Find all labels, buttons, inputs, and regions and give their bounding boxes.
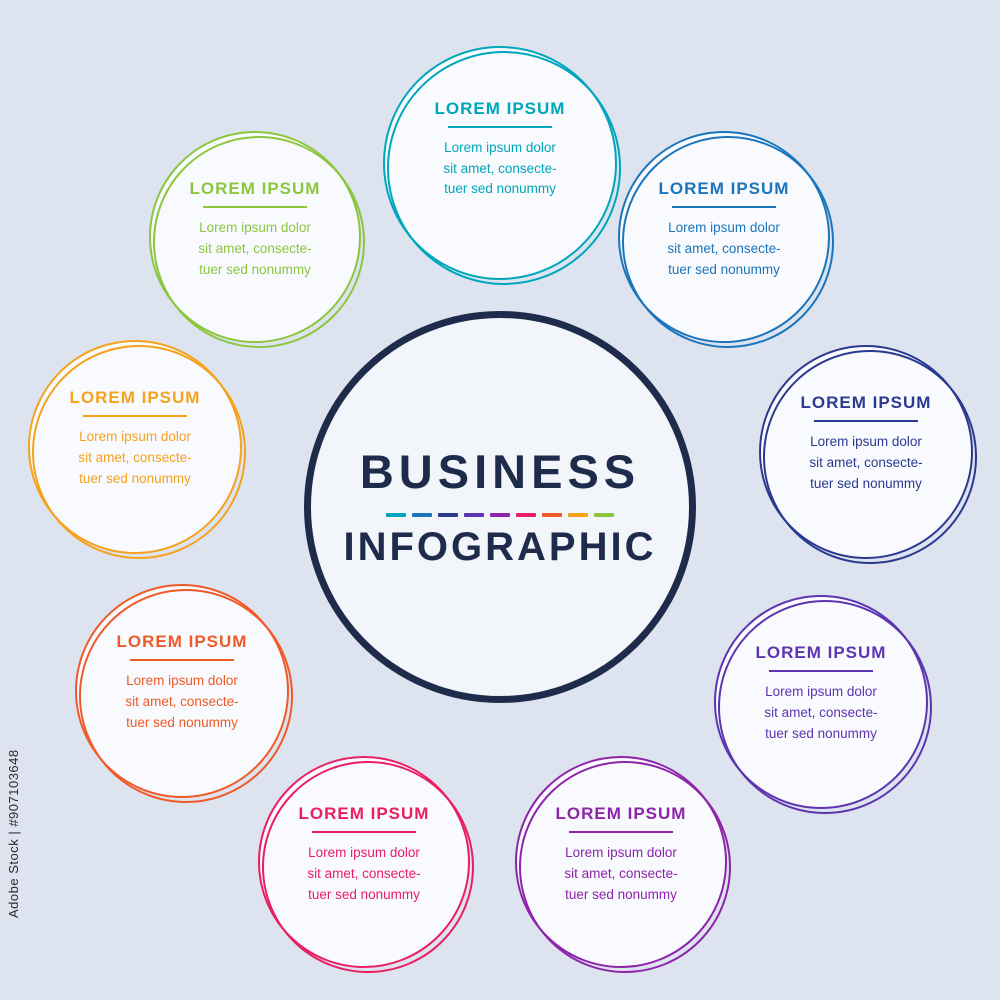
title-underline: [203, 205, 307, 208]
circle-title: LOREM IPSUM: [298, 803, 430, 823]
title-underline: [448, 125, 552, 128]
info-circle-indigo: LOREM IPSUM Lorem ipsum dolor sit amet, …: [759, 345, 973, 559]
circle-body-text: Lorem ipsum dolor sit amet, consecte- tu…: [198, 219, 312, 277]
circle-body-text: Lorem ipsum dolor sit amet, consecte- tu…: [564, 844, 678, 902]
dash: [464, 513, 484, 517]
central-title-business: BUSINESS: [359, 445, 641, 498]
dash: [412, 513, 432, 517]
circle-title: LOREM IPSUM: [116, 632, 248, 652]
center-dashes: [386, 513, 614, 517]
central-title-infographic: INFOGRAPHIC: [343, 525, 657, 569]
circle-title: LOREM IPSUM: [434, 98, 566, 118]
title-underline: [569, 830, 673, 833]
circle-body-text: Lorem ipsum dolor sit amet, consecte- tu…: [764, 684, 878, 742]
info-circle-blue: LOREM IPSUM Lorem ipsum dolor sit amet, …: [618, 131, 830, 343]
dash: [568, 513, 588, 517]
info-circle-red-orange: LOREM IPSUM Lorem ipsum dolor sit amet, …: [75, 584, 289, 798]
circle-body-text: Lorem ipsum dolor sit amet, consecte- tu…: [443, 139, 557, 197]
circle-title: LOREM IPSUM: [755, 643, 887, 663]
info-circle-orange: LOREM IPSUM Lorem ipsum dolor sit amet, …: [28, 340, 242, 554]
title-underline: [769, 670, 873, 673]
info-circle-magenta: LOREM IPSUM Lorem ipsum dolor sit amet, …: [515, 756, 727, 968]
dash: [386, 513, 406, 517]
info-circle-teal: LOREM IPSUM Lorem ipsum dolor sit amet, …: [383, 46, 617, 280]
stock-watermark: Adobe Stock | #907103648: [6, 749, 21, 918]
circle-title: LOREM IPSUM: [800, 393, 932, 413]
title-underline: [312, 830, 416, 833]
circle-title: LOREM IPSUM: [69, 388, 201, 408]
title-underline: [83, 415, 187, 418]
info-circle-green: LOREM IPSUM Lorem ipsum dolor sit amet, …: [149, 131, 361, 343]
dash: [594, 513, 614, 517]
dash: [490, 513, 510, 517]
circle-title: LOREM IPSUM: [555, 803, 687, 823]
circle-body-text: Lorem ipsum dolor sit amet, consecte- tu…: [667, 219, 781, 277]
circle-body-text: Lorem ipsum dolor sit amet, consecte- tu…: [78, 429, 192, 487]
dash: [542, 513, 562, 517]
circle-body-text: Lorem ipsum dolor sit amet, consecte- tu…: [307, 844, 421, 902]
title-underline: [814, 420, 918, 423]
circle-title: LOREM IPSUM: [658, 178, 790, 198]
dash: [438, 513, 458, 517]
info-circle-pink: LOREM IPSUM Lorem ipsum dolor sit amet, …: [258, 756, 470, 968]
title-underline: [672, 205, 776, 208]
circle-title: LOREM IPSUM: [189, 178, 321, 198]
dash: [516, 513, 536, 517]
circle-body-text: Lorem ipsum dolor sit amet, consecte- tu…: [809, 434, 923, 492]
central-circle: BUSINESS INFOGRAPHIC: [304, 311, 696, 703]
circle-body-text: Lorem ipsum dolor sit amet, consecte- tu…: [125, 673, 239, 731]
info-circle-purple: LOREM IPSUM Lorem ipsum dolor sit amet, …: [714, 595, 928, 809]
title-underline: [130, 659, 234, 662]
